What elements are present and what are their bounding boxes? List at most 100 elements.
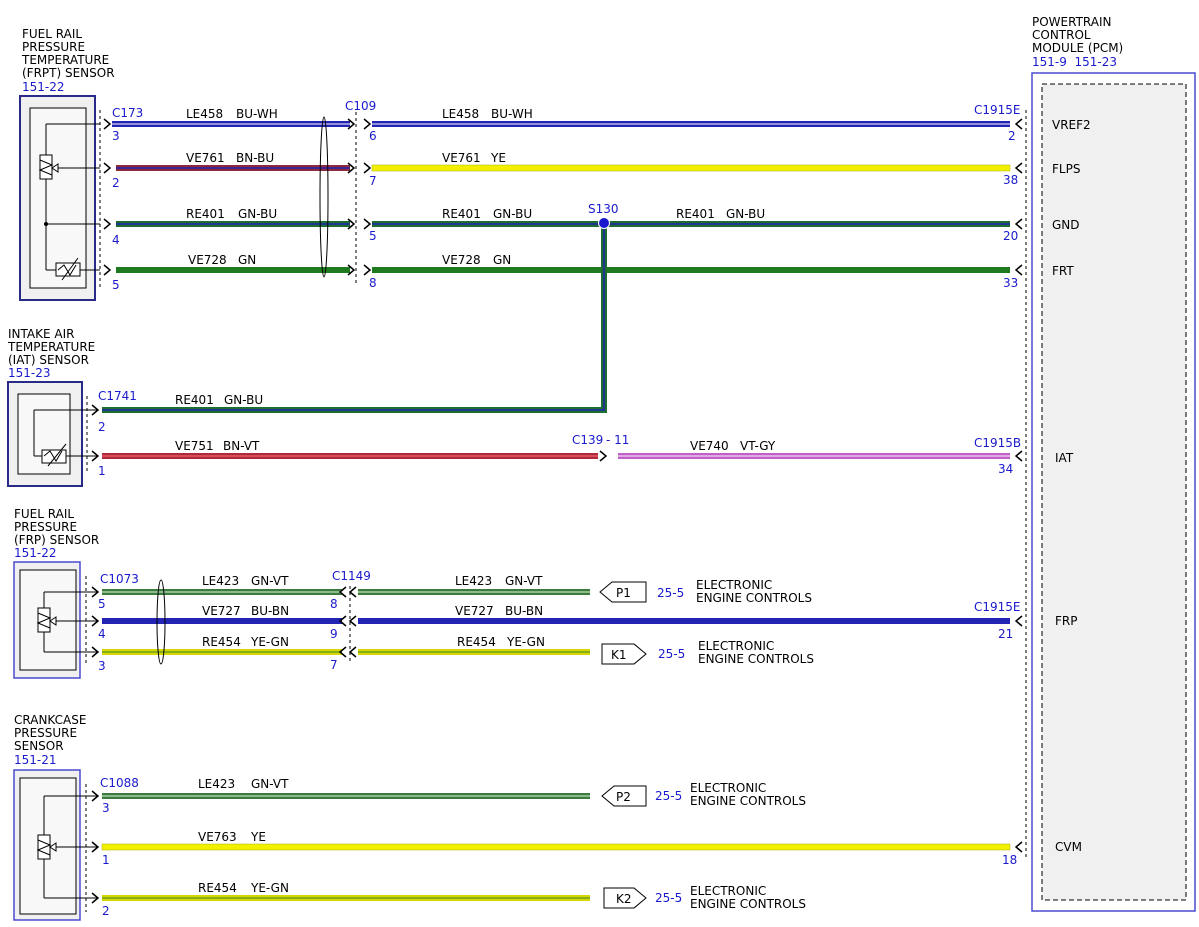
svg-text:1: 1 xyxy=(102,853,110,867)
svg-text:RE454: RE454 xyxy=(202,635,241,649)
svg-text:BU-BN: BU-BN xyxy=(251,604,289,618)
wire-le423-ck[interactable] xyxy=(102,793,590,799)
svg-text:FUEL RAIL: FUEL RAIL xyxy=(14,507,74,521)
svg-text:VE740: VE740 xyxy=(690,439,729,453)
wire-ve727-frp[interactable] xyxy=(102,618,342,624)
svg-text:151-21: 151-21 xyxy=(14,753,57,767)
svg-text:2: 2 xyxy=(1008,129,1016,143)
thermistor-icon xyxy=(55,262,81,277)
wire-re454-ck[interactable] xyxy=(102,895,590,901)
wire-re401-frpt[interactable] xyxy=(116,221,350,227)
wire-re401-mid[interactable] xyxy=(372,221,604,227)
offpage-labels: P1 25-5 ELECTRONIC ENGINE CONTROLS K1 25… xyxy=(611,578,814,911)
svg-text:ELECTRONIC: ELECTRONIC xyxy=(690,781,766,795)
svg-text:CRANKCASE: CRANKCASE xyxy=(14,713,86,727)
wire-ve761-pcm[interactable] xyxy=(371,164,1011,172)
svg-text:2: 2 xyxy=(98,420,106,434)
svg-text:VE763: VE763 xyxy=(198,830,237,844)
svg-text:21: 21 xyxy=(998,627,1013,641)
svg-text:GN: GN xyxy=(493,253,511,267)
svg-text:RE401: RE401 xyxy=(186,207,225,221)
wire-ve763[interactable] xyxy=(101,843,1011,851)
svg-text:2: 2 xyxy=(102,904,110,918)
svg-text:3: 3 xyxy=(98,659,106,673)
connector-c139: C139 xyxy=(572,433,603,447)
svg-text:33: 33 xyxy=(1003,276,1018,290)
svg-text:FRT: FRT xyxy=(1052,264,1074,278)
svg-text:151-9 151-23: 151-9 151-23 xyxy=(1032,55,1117,69)
s130-splice[interactable] xyxy=(598,217,610,229)
svg-text:VE728: VE728 xyxy=(188,253,227,267)
iat-sensor[interactable] xyxy=(7,381,98,487)
svg-text:ELECTRONIC: ELECTRONIC xyxy=(698,639,774,653)
splice-s130: S130 xyxy=(588,202,619,216)
svg-text:6: 6 xyxy=(369,129,377,143)
svg-text:P2: P2 xyxy=(616,790,631,804)
wire-re401-iat[interactable] xyxy=(102,224,607,413)
wire-le423-frp[interactable] xyxy=(102,589,342,595)
svg-text:POWERTRAIN: POWERTRAIN xyxy=(1032,15,1112,29)
svg-text:BN-BU: BN-BU xyxy=(236,151,274,165)
connector-c173: C173 xyxy=(112,106,143,120)
svg-text:GN-BU: GN-BU xyxy=(726,207,765,221)
svg-text:YE-GN: YE-GN xyxy=(506,635,545,649)
svg-text:CVM: CVM xyxy=(1055,840,1082,854)
connector-c1915b: C1915B xyxy=(974,436,1021,450)
iat-title: INTAKE AIR TEMPERATURE (IAT) SENSOR 151-… xyxy=(7,327,95,380)
svg-text:YE: YE xyxy=(490,151,506,165)
crankcase-sensor[interactable] xyxy=(13,769,98,921)
wire-ve728-frpt[interactable] xyxy=(116,267,350,273)
twisted-pair-frp xyxy=(156,579,166,665)
svg-text:8: 8 xyxy=(369,276,377,290)
offpage-p2[interactable] xyxy=(601,785,647,807)
wire-le458-frpt[interactable] xyxy=(112,121,350,127)
frp-sensor[interactable] xyxy=(13,561,98,679)
svg-text:GND: GND xyxy=(1052,218,1080,232)
wire-re401-pcm[interactable] xyxy=(604,221,1010,227)
svg-text:4: 4 xyxy=(112,233,120,247)
svg-text:(FRPT) SENSOR: (FRPT) SENSOR xyxy=(22,66,115,80)
svg-text:VREF2: VREF2 xyxy=(1052,118,1091,132)
svg-text:TEMPERATURE: TEMPERATURE xyxy=(21,53,109,67)
svg-text:RE401: RE401 xyxy=(175,393,214,407)
svg-text:151-23: 151-23 xyxy=(8,366,51,380)
frpt-sensor[interactable] xyxy=(19,0,101,301)
wire-re454-frp[interactable] xyxy=(102,649,342,655)
svg-text:FRP: FRP xyxy=(1055,614,1077,628)
pin-numbers: 3 2 4 5 6 7 5 8 2 38 20 33 2 1 34 5 4 3 … xyxy=(98,129,1018,918)
svg-text:CONTROL: CONTROL xyxy=(1032,28,1091,42)
offpage-p1[interactable] xyxy=(599,581,647,603)
svg-text:BU-WH: BU-WH xyxy=(491,107,533,121)
thermistor-icon xyxy=(41,449,67,464)
wire-ve728-pcm[interactable] xyxy=(372,267,1010,273)
svg-text:LE423: LE423 xyxy=(455,574,492,588)
svg-text:ELECTRONIC: ELECTRONIC xyxy=(696,578,772,592)
svg-text:RE401: RE401 xyxy=(442,207,481,221)
svg-text:PRESSURE: PRESSURE xyxy=(14,726,77,740)
wire-ve740[interactable] xyxy=(618,453,1010,459)
svg-text:PRESSURE: PRESSURE xyxy=(14,520,77,534)
svg-text:8: 8 xyxy=(330,597,338,611)
frp-title: FUEL RAIL PRESSURE (FRP) SENSOR 151-22 xyxy=(14,507,99,560)
offpage-k1[interactable] xyxy=(601,643,647,665)
svg-text:YE-GN: YE-GN xyxy=(250,635,289,649)
svg-text:1: 1 xyxy=(98,464,106,478)
svg-text:5: 5 xyxy=(369,229,377,243)
svg-text:RE454: RE454 xyxy=(457,635,496,649)
svg-text:VE751: VE751 xyxy=(175,439,214,453)
connector-c1915e-top: C1915E xyxy=(974,103,1021,117)
svg-text:TEMPERATURE: TEMPERATURE xyxy=(7,340,95,354)
wire-le423-p1[interactable] xyxy=(358,589,590,595)
offpage-k2[interactable] xyxy=(603,887,647,909)
wire-ve727-pcm[interactable] xyxy=(358,618,1010,624)
wire-re454-k1[interactable] xyxy=(358,649,590,655)
svg-text:18: 18 xyxy=(1002,853,1017,867)
wire-ve761-frpt[interactable] xyxy=(116,165,350,171)
wire-le458-pcm[interactable] xyxy=(372,121,1010,127)
svg-text:BU-WH: BU-WH xyxy=(236,107,278,121)
pcm-module[interactable] xyxy=(1025,72,1196,912)
wire-ve751[interactable] xyxy=(102,453,598,459)
svg-text:FLPS: FLPS xyxy=(1052,162,1080,176)
svg-text:(FRP) SENSOR: (FRP) SENSOR xyxy=(14,533,99,547)
